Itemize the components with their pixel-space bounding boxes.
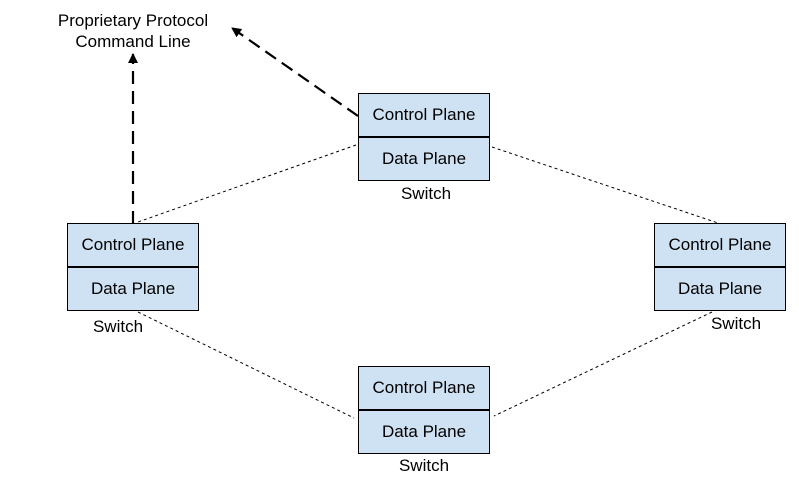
switch-right-label: Switch [710,314,762,333]
link-top-external-arrow [231,27,359,117]
link-top-left [137,144,357,223]
switch-left-data-plane: Data Plane [67,267,199,311]
external-label-line1: Proprietary Protocol [57,11,209,30]
switch-right-data-plane: Data Plane [654,267,786,311]
link-top-right [491,146,719,224]
switch-top-label: Switch [400,184,452,203]
switch-left-control-plane: Control Plane [67,223,199,267]
switch-bottom-data-plane: Data Plane [358,410,490,454]
external-target-label: Proprietary Protocol Command Line [58,10,208,52]
switch-bottom-label: Switch [398,456,450,475]
link-left-bottom [137,311,355,419]
switch-top-data-plane: Data Plane [358,137,490,181]
switch-top-control-plane: Control Plane [358,93,490,137]
switch-left-label: Switch [92,317,144,336]
link-right-bottom [493,311,713,417]
switch-right-control-plane: Control Plane [654,223,786,267]
external-label-line2: Command Line [75,32,191,51]
switch-bottom-control-plane: Control Plane [358,366,490,410]
